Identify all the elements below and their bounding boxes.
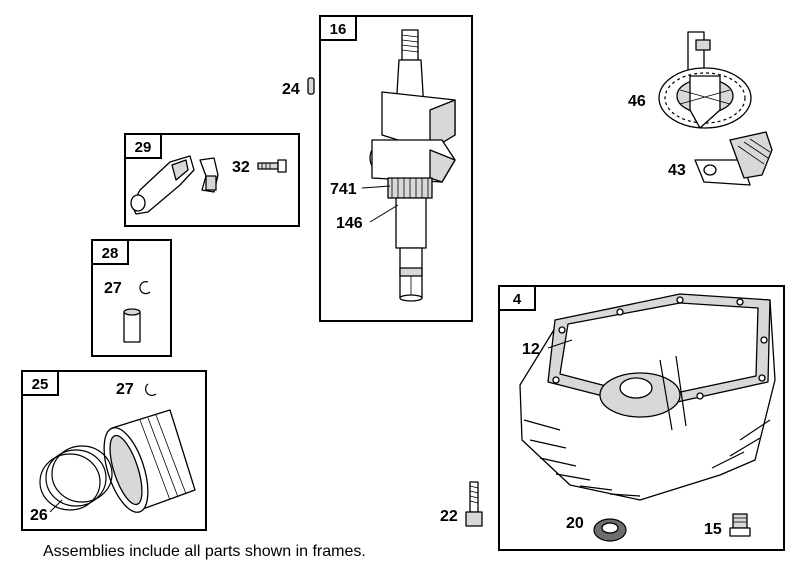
label-22: 22 <box>440 508 458 525</box>
drain-plug: 15 <box>704 513 751 538</box>
frame-number-29: 29 <box>135 139 152 156</box>
crankcase-cover-frame: 4 <box>498 285 785 551</box>
connecting-rod-illustration <box>130 155 219 215</box>
frame-number-28: 28 <box>102 245 119 262</box>
crankcase-cover-illustration: 12 <box>519 293 776 501</box>
label-741: 741 <box>330 181 357 198</box>
crankshaft-labels: 741 146 <box>330 181 399 232</box>
frame-number-4: 4 <box>513 291 522 308</box>
label-12: 12 <box>522 341 540 358</box>
frame-number-25: 25 <box>32 376 49 393</box>
label-27-piston-frame: 27 <box>116 381 134 398</box>
frame-number-16: 16 <box>330 21 347 38</box>
label-43: 43 <box>668 162 686 179</box>
cap-screw: 32 <box>232 159 287 176</box>
cover-bolt: 22 <box>440 481 483 527</box>
piston-pin-frame: 28 <box>91 239 172 357</box>
connecting-rod-frame: 29 <box>124 133 300 227</box>
label-24: 24 <box>282 81 300 98</box>
piston-frame: 25 <box>21 370 207 531</box>
label-146: 146 <box>336 215 363 232</box>
label-46: 46 <box>628 93 646 110</box>
crankshaft-frame: 16 <box>319 15 473 322</box>
label-20: 20 <box>566 515 584 532</box>
piston-illustration: 27 26 <box>30 381 196 524</box>
dowel-pin: 24 <box>282 77 315 98</box>
label-26: 26 <box>30 507 48 524</box>
oil-seal: 20 <box>566 515 627 542</box>
label-32: 32 <box>232 159 250 176</box>
label-27-pin-frame: 27 <box>104 280 122 297</box>
assemblies-footnote: Assemblies include all parts shown in fr… <box>43 543 366 560</box>
governor: 43 <box>668 131 773 186</box>
cam-gear: 46 <box>628 31 752 129</box>
piston-pin-illustration: 27 <box>104 280 151 343</box>
crankshaft-illustration <box>369 29 456 302</box>
label-15: 15 <box>704 521 722 538</box>
